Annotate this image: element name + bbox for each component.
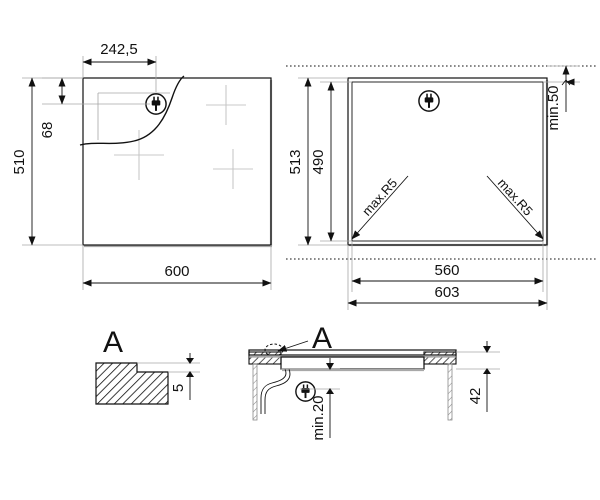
top-view-group: 242,5 68 510 600: [11, 41, 273, 290]
leader-max-r5-right: [486, 175, 544, 240]
cooking-zone-mark: [206, 85, 246, 125]
dim-label-inner-width-560: 560: [434, 262, 459, 279]
dim-label-step-5: 5: [170, 384, 187, 392]
dim-label-plug-offset-x: 242,5: [100, 41, 138, 58]
dim-label-min50: min.50: [545, 85, 562, 130]
worktop-slab-right: [423, 351, 457, 365]
cooking-zone-marks: [114, 85, 253, 189]
dim-label-outer-width-603: 603: [434, 284, 459, 301]
cooktop-outline: [82, 77, 272, 246]
dim-label-depth-42: 42: [467, 388, 484, 405]
cutout-outline-inner: [351, 81, 544, 242]
dim-label-height-510: 510: [11, 149, 28, 174]
leader-max-r5-left: [351, 175, 409, 240]
dim-label-inner-height-490: 490: [310, 149, 327, 174]
cabinet-wall-right: [447, 363, 453, 421]
cooking-zone-mark: [114, 130, 164, 180]
power-cable-outer: [260, 368, 287, 414]
appliance-top-plate: [248, 349, 457, 356]
dim-label-outer-height-513: 513: [287, 149, 304, 174]
cutout-outline-outer: [347, 77, 548, 246]
cooktop-inner-frame: [97, 92, 170, 140]
section-a-label: A: [312, 322, 332, 355]
detail-a-group: A 5: [95, 326, 200, 405]
worktop-slab-left: [248, 351, 282, 365]
power-plug-icon: [418, 90, 440, 112]
dim-label-min20: min.20: [310, 395, 327, 440]
detail-a-label: A: [103, 326, 123, 359]
cabinet-wall-left: [252, 363, 258, 421]
power-cable-inner: [264, 368, 291, 414]
cooking-zone-mark: [213, 149, 253, 189]
section-view-group: A: [248, 322, 500, 441]
dim-arrow-min50: [561, 79, 571, 86]
dim-label-plug-offset-y: 68: [39, 122, 56, 139]
detail-callout-leader: [277, 340, 309, 352]
break-line-curve: [79, 75, 185, 146]
dim-label-width-600: 600: [164, 263, 189, 280]
